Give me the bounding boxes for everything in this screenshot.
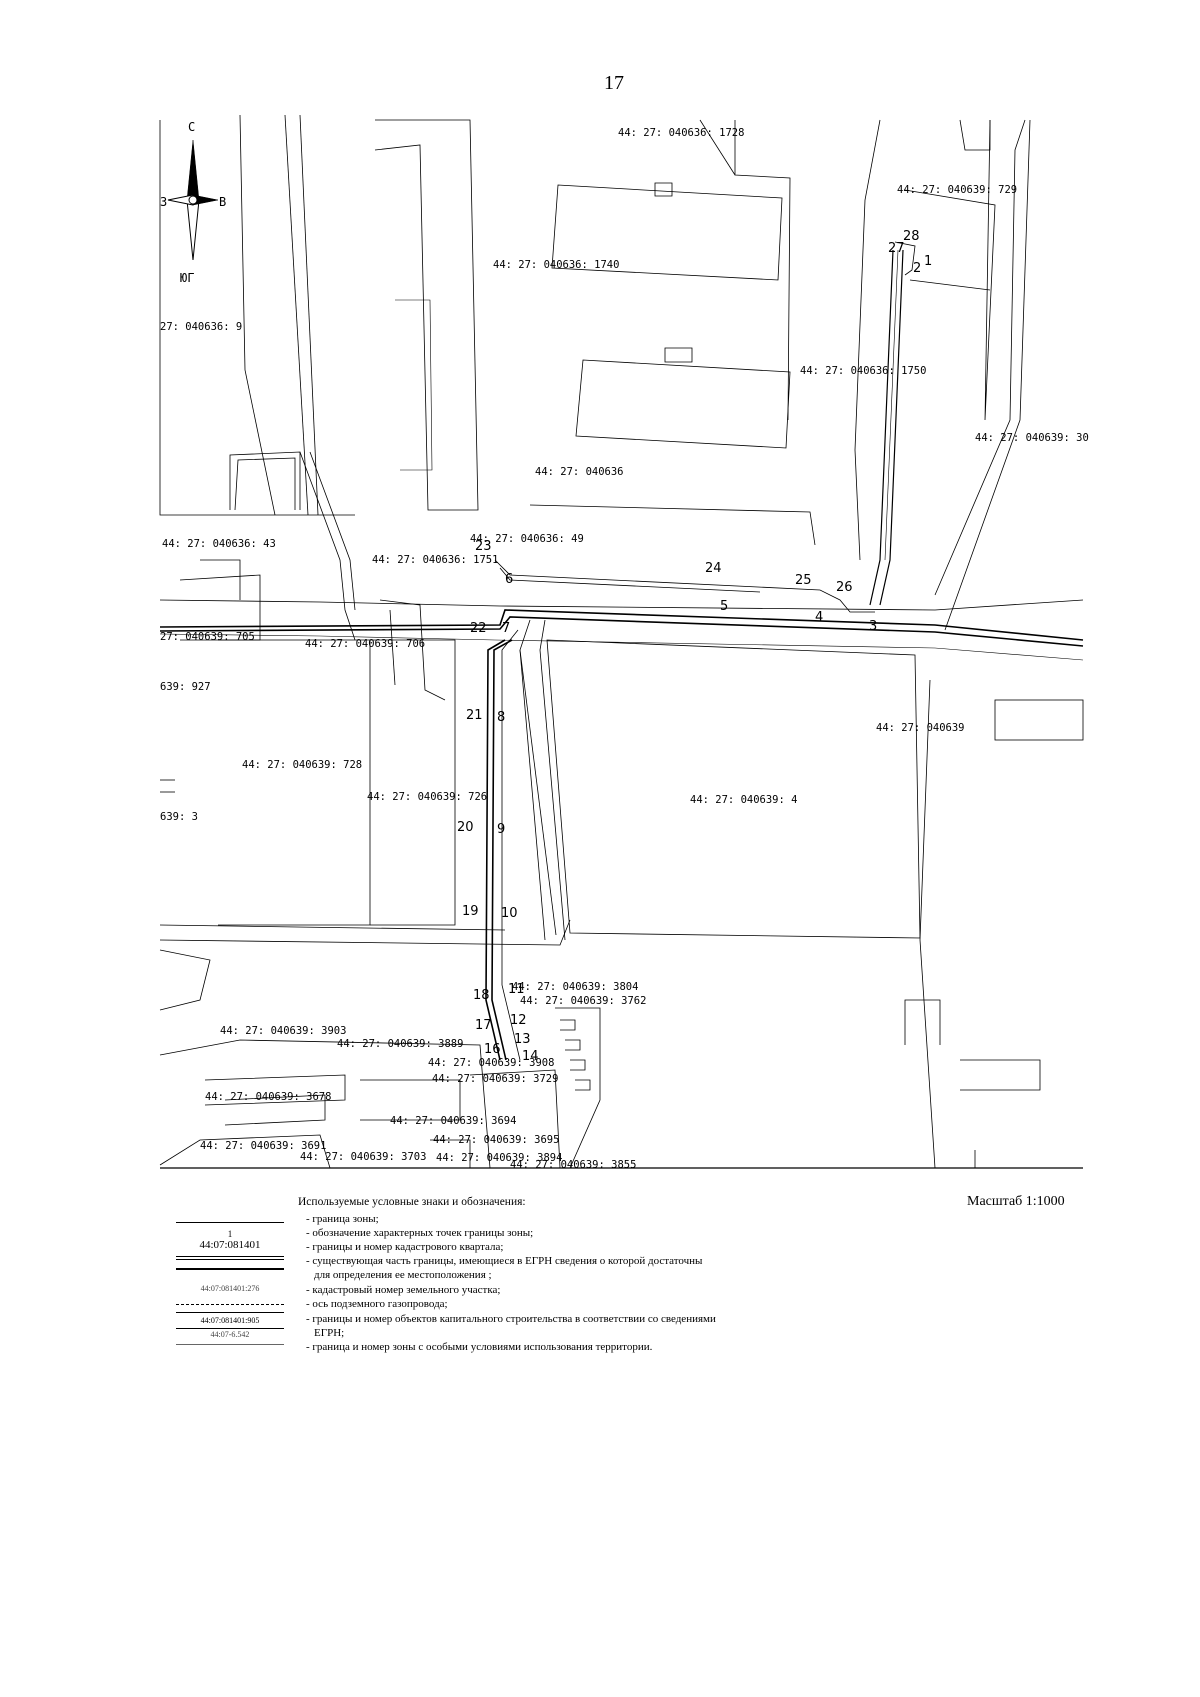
parcel-label: 44: 27: 040639: 3695	[433, 1134, 559, 1146]
zone-point-20: 20	[457, 820, 474, 835]
parcel-label: 27: 040636: 9	[160, 321, 242, 333]
zone-point-28: 28	[903, 229, 920, 244]
parcel-label: 44: 27: 040639: 3678	[205, 1091, 331, 1103]
parcel-label: 44: 27: 040639: 30	[975, 432, 1089, 444]
parcel-label: 44: 27: 040639: 726	[367, 791, 487, 803]
zone-point-19: 19	[462, 904, 479, 919]
legend-quarter-line	[176, 1256, 284, 1257]
legend-quarter-line	[176, 1259, 284, 1260]
map-linework	[159, 114, 1084, 1169]
parcel-label: 44: 27: 040639: 728	[242, 759, 362, 771]
compass-rose-icon	[167, 139, 219, 261]
zone-point-4: 4	[815, 610, 823, 625]
quarter-label: 44: 27: 040639	[876, 722, 965, 734]
zone-point-25: 25	[795, 573, 812, 588]
zone-point-23: 23	[475, 539, 492, 554]
parcel-label: 44: 27: 040636: 43	[162, 538, 276, 550]
quarter-label: 44: 27: 040636: 1728	[618, 127, 744, 139]
parcel-label: 44: 27: 040639: 3804	[512, 981, 638, 993]
legend-item: ЕГРН;	[314, 1327, 345, 1339]
parcel-label: 44: 27: 040639: 3889	[337, 1038, 463, 1050]
zone-point-2: 2	[913, 261, 921, 276]
parcel-label: 44: 27: 040636: 1740	[493, 259, 619, 271]
parcel-label: 44: 27: 040639: 3762	[520, 995, 646, 1007]
legend-item: - ось подземного газопровода;	[306, 1298, 448, 1310]
zone-point-12: 12	[510, 1013, 527, 1028]
zone-point-24: 24	[705, 561, 722, 576]
zone-point-5: 5	[720, 599, 728, 614]
parcel-label: 44: 27: 040639: 3908	[428, 1057, 554, 1069]
parcel-label: 44: 27: 040639: 3894	[436, 1152, 562, 1164]
legend-object-symbol: 44:07:081401:905	[200, 1316, 260, 1325]
legend-zone-symbol: 44:07-6.542	[210, 1330, 250, 1339]
zone-point-26: 26	[836, 580, 853, 595]
parcel-label: 44: 27: 040639: 3729	[432, 1073, 558, 1085]
zone-point-14: 14	[522, 1049, 539, 1064]
parcel-label: 44: 27: 040639: 3855	[510, 1159, 636, 1171]
zone-point-3: 3	[869, 619, 877, 634]
scale-label: Масштаб 1:1000	[967, 1194, 1065, 1209]
zone-point-11: 11	[508, 982, 525, 997]
zone-point-1: 1	[924, 254, 932, 269]
compass-north: С	[188, 120, 195, 134]
parcel-label: 27: 040639: 705	[160, 631, 255, 643]
parcel-label: 44: 27: 040639: 729	[897, 184, 1017, 196]
parcel-label: 44: 27: 040639: 3691	[200, 1140, 326, 1152]
compass-west: З	[160, 195, 167, 209]
page-number: 17	[604, 72, 624, 94]
zone-point-21: 21	[466, 708, 483, 723]
parcel-label: 639: 3	[160, 811, 198, 823]
legend-gas-axis-symbol	[176, 1304, 284, 1305]
parcel-label: 44: 27: 040636: 49	[470, 533, 584, 545]
parcel-label: 44: 27: 040636: 1750	[800, 365, 926, 377]
parcel-label: 44: 27: 040636: 1751	[372, 554, 498, 566]
legend-item: для определения ее местоположения ;	[314, 1269, 492, 1281]
zone-point-7: 7	[502, 621, 510, 636]
legend: Используемые условные знаки и обозначени…	[176, 1196, 996, 1366]
parcel-label: 44: 27: 040639: 3694	[390, 1115, 516, 1127]
legend-zone-line	[176, 1344, 284, 1345]
compass-east: В	[219, 195, 226, 209]
legend-item: - существующая часть границы, имеющиеся …	[306, 1255, 703, 1267]
zone-point-22: 22	[470, 621, 487, 636]
legend-item: - граница зоны;	[306, 1213, 379, 1225]
legend-quarter-symbol: 44:07:081401	[199, 1239, 261, 1251]
quarter-label: 44: 27: 040636	[535, 466, 624, 478]
zone-point-18: 18	[473, 988, 490, 1003]
legend-zone-boundary-symbol	[176, 1222, 284, 1223]
zone-point-6: 6	[505, 572, 513, 587]
parcel-label: 44: 27: 040639: 3903	[220, 1025, 346, 1037]
legend-item: - границы и номер объектов капитального …	[306, 1313, 716, 1325]
parcel-label: 44: 27: 040639: 706	[305, 638, 425, 650]
legend-existing-boundary-symbol	[176, 1268, 284, 1270]
zone-point-9: 9	[497, 822, 505, 837]
zone-point-17: 17	[475, 1018, 492, 1033]
cadastral-map: С ЮГ В З 44: 27: 040636: 1728 44: 27: 04…	[159, 114, 1089, 1171]
zone-point-13: 13	[514, 1032, 531, 1047]
compass-south: ЮГ	[180, 271, 194, 285]
legend-item: - границы и номер кадастрового квартала;	[306, 1241, 504, 1253]
legend-object-line	[176, 1312, 284, 1313]
legend-title: Используемые условные знаки и обозначени…	[298, 1196, 526, 1208]
legend-point-symbol: 1	[227, 1229, 233, 1239]
zone-point-10: 10	[501, 906, 518, 921]
legend-parcel-symbol: 44:07:081401:276	[200, 1284, 260, 1293]
zone-point-16: 16	[484, 1042, 501, 1057]
parcel-label: 44: 27: 040639: 3703	[300, 1151, 426, 1163]
legend-object-line	[176, 1328, 284, 1329]
legend-item: - кадастровый номер земельного участка;	[306, 1284, 501, 1296]
legend-item: - обозначение характерных точек границы …	[306, 1227, 534, 1239]
legend-item: - граница и номер зоны с особыми условия…	[306, 1341, 653, 1353]
parcel-label: 639: 927	[160, 681, 211, 693]
zone-point-8: 8	[497, 710, 505, 725]
parcel-label: 44: 27: 040639: 4	[690, 794, 797, 806]
zone-point-27: 27	[888, 241, 905, 256]
